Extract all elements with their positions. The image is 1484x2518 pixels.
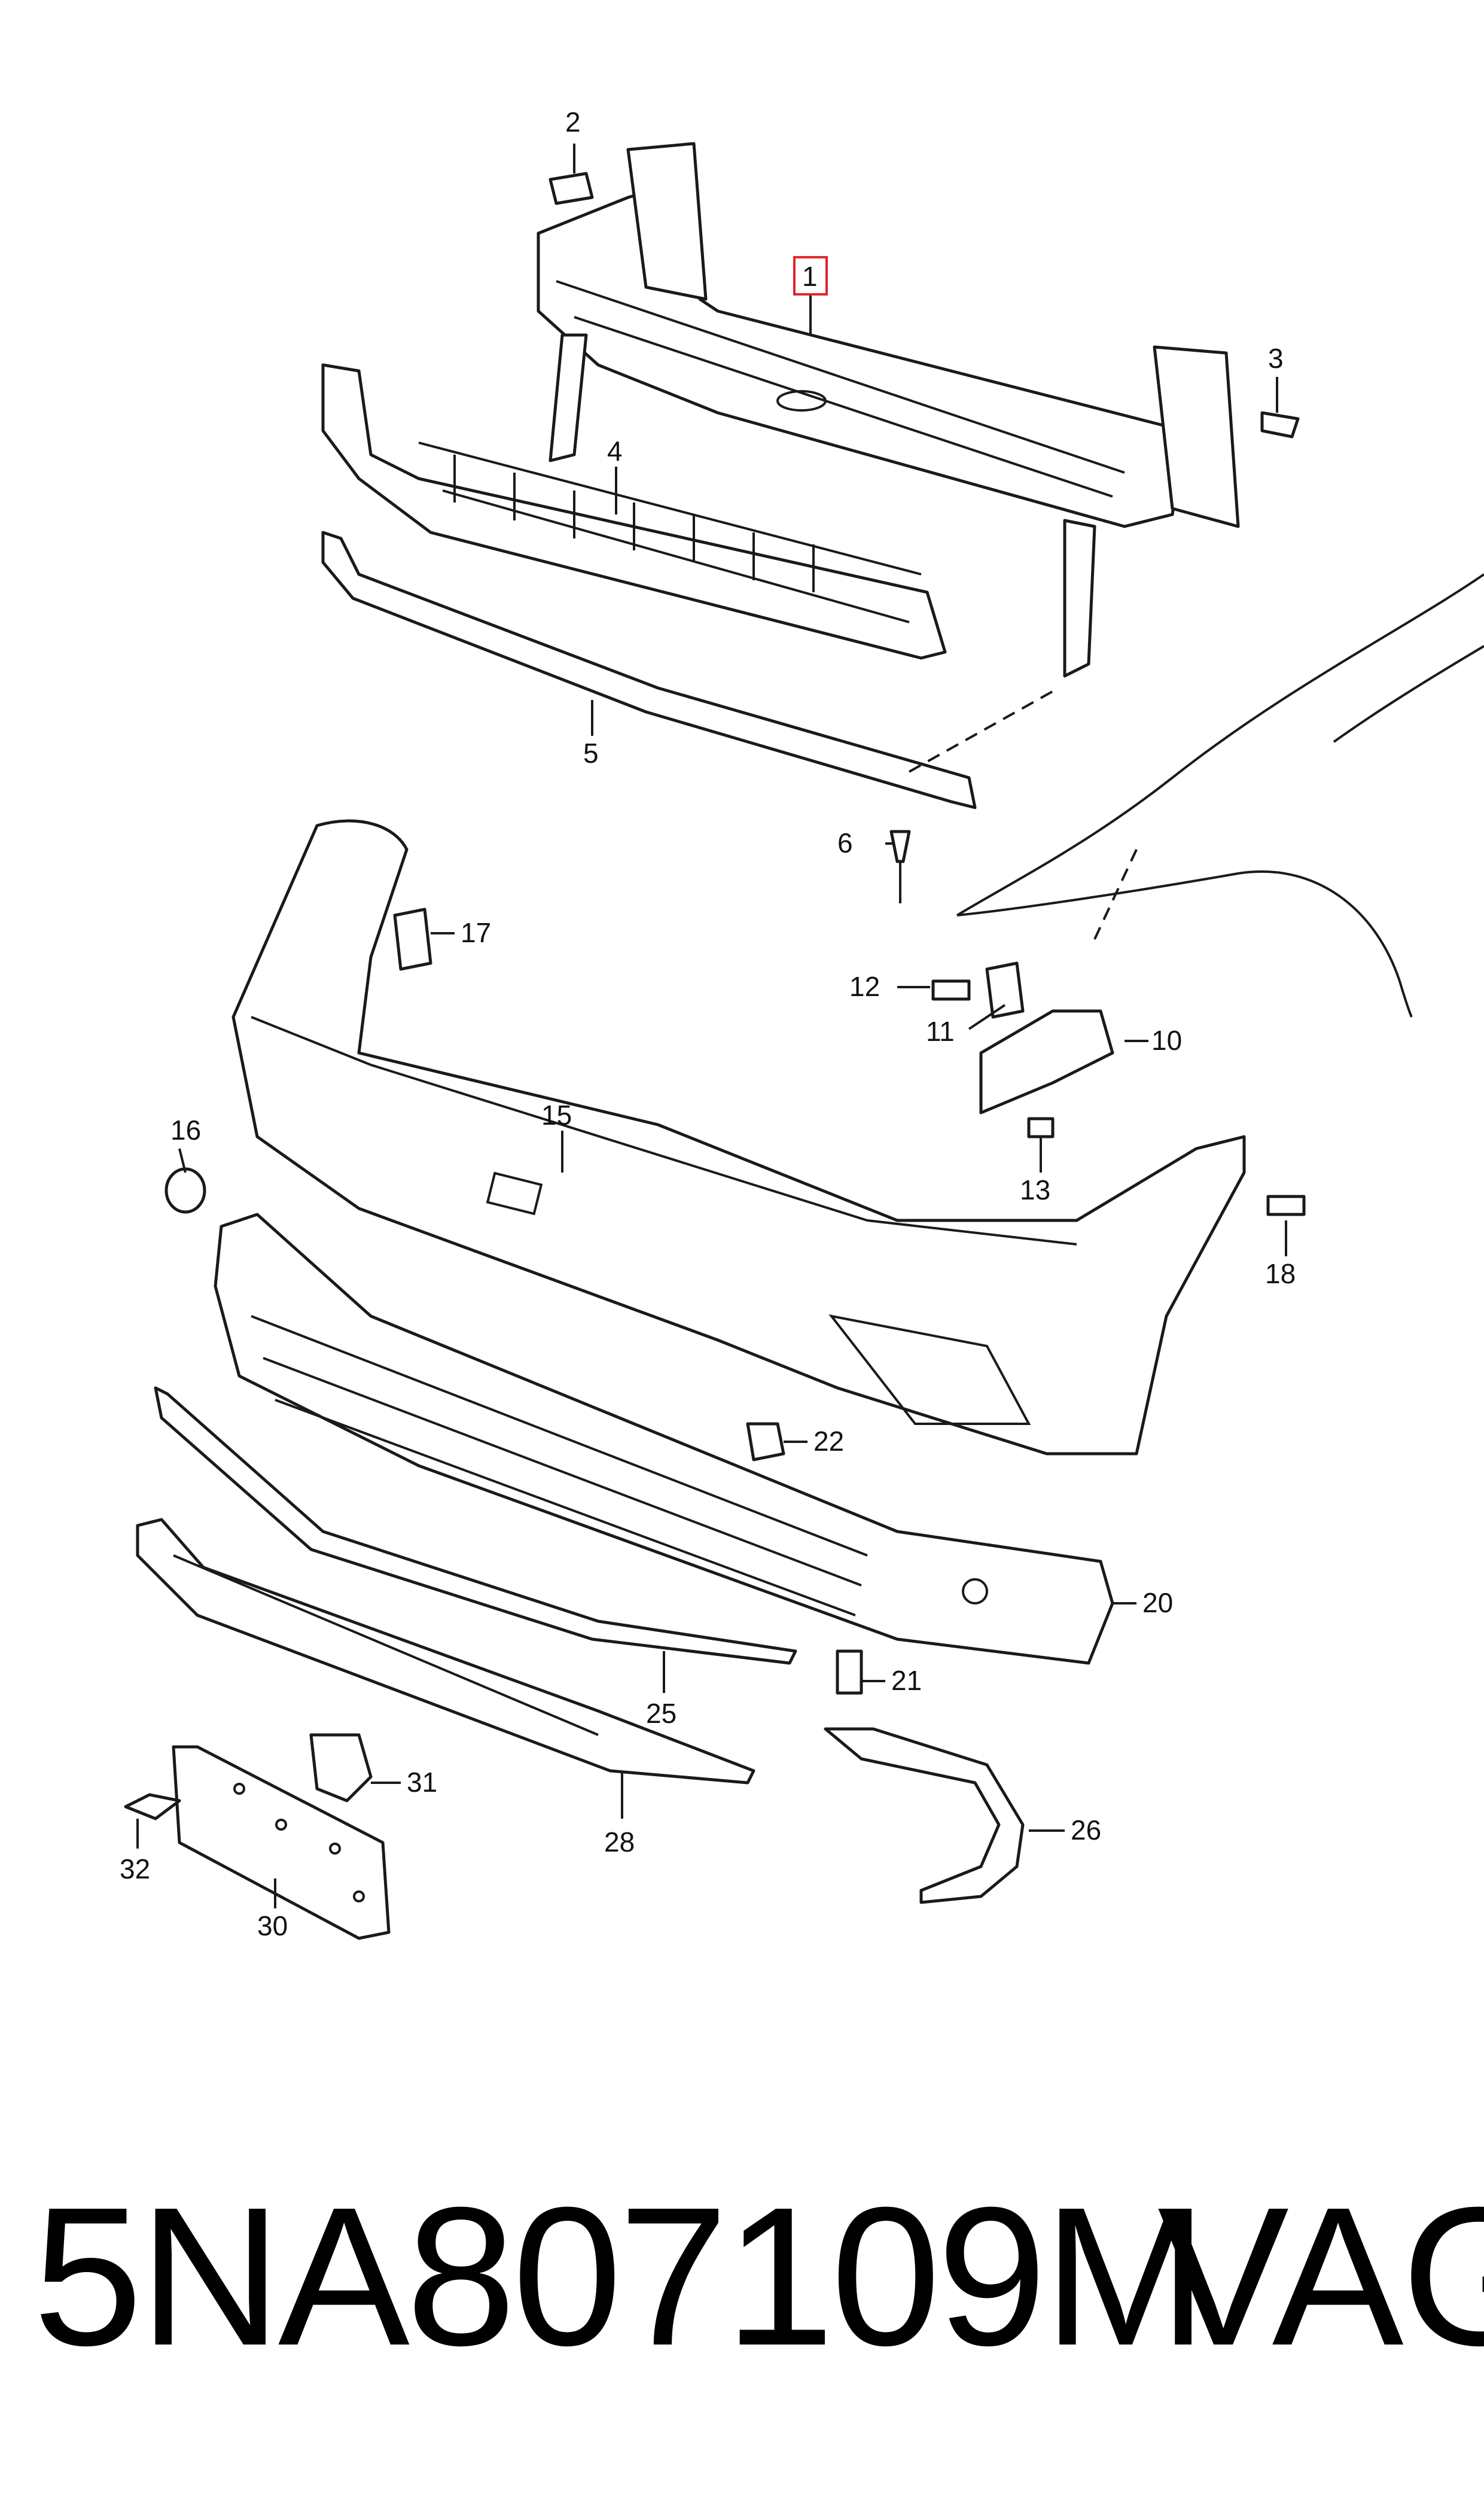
part-13-nut	[1027, 1117, 1055, 1138]
part-5-lower-strip	[321, 531, 977, 809]
part-32-push-rivet	[124, 1793, 181, 1820]
part-4-energy-absorber	[321, 363, 947, 660]
callout-31: 31	[407, 1767, 437, 1798]
callout-10: 10	[1151, 1025, 1182, 1056]
part-17-clip	[393, 908, 432, 971]
part-2-bolt	[548, 172, 594, 205]
callout-6: 6	[837, 827, 853, 858]
callout-12: 12	[849, 971, 880, 1002]
callout-18: 18	[1265, 1258, 1296, 1289]
part-6-rivet	[889, 830, 911, 903]
callout-labels: 1 2 3 4 5 6 10 11 12 13 15 16 17 18 20 2…	[120, 106, 1296, 1941]
callout-25: 25	[646, 1698, 677, 1729]
part-31-clip	[309, 1733, 373, 1803]
diagram-canvas: 1 2 3 4 5 6 10 11 12 13 15 16 17 18 20 2…	[120, 106, 1484, 1941]
dashed-line-to-bracket	[1093, 849, 1138, 940]
callout-26: 26	[1071, 1814, 1101, 1846]
part-16-tow-cap	[164, 1167, 206, 1214]
part-22-nut	[746, 1422, 785, 1462]
callout-21: 21	[891, 1665, 922, 1696]
part-25-trim-strip	[154, 1386, 797, 1665]
part-21-screw	[836, 1649, 863, 1695]
part-number: 5NA807109M	[33, 2166, 1208, 2386]
callout-3: 3	[1268, 343, 1284, 374]
part-10-bracket	[979, 1009, 1114, 1115]
callout-22: 22	[813, 1426, 844, 1457]
callout-5: 5	[583, 738, 599, 769]
part-3-bolt	[1260, 411, 1300, 439]
callout-32: 32	[120, 1853, 150, 1884]
fender-edge	[1333, 645, 1484, 743]
callout-16: 16	[170, 1115, 201, 1146]
part-30-plate-bracket	[172, 1745, 391, 1940]
callout-30: 30	[257, 1910, 288, 1941]
exploded-parts-diagram: 1 2 3 4 5 6 10 11 12 13 15 16 17 18 20 2…	[120, 106, 1484, 1941]
part-28-lower-spoiler	[136, 1518, 755, 1785]
brand-label: VAG	[1157, 2166, 1484, 2386]
part-26-fog-trim	[824, 1727, 1025, 1904]
part-18-screw	[1266, 1195, 1306, 1216]
callout-20: 20	[1142, 1587, 1173, 1618]
callout-15: 15	[541, 1100, 572, 1131]
part-12-bolt	[931, 979, 971, 1001]
callout-1-highlight	[793, 256, 828, 296]
callout-2: 2	[565, 106, 581, 138]
callout-17: 17	[461, 917, 491, 948]
dashed-alignment-line	[909, 687, 1059, 773]
part-20-lower-grille	[214, 1213, 1114, 1665]
part-1-bumper-beam	[537, 142, 1240, 678]
part-11-clip	[985, 961, 1025, 1019]
callout-28: 28	[604, 1826, 635, 1858]
fender-outline	[956, 573, 1484, 1018]
callout-1: 1	[802, 261, 818, 292]
part-15-bumper-cover	[231, 819, 1246, 1456]
callout-11: 11	[926, 1016, 955, 1047]
callout-13: 13	[1020, 1174, 1050, 1205]
callout-4: 4	[607, 436, 623, 467]
leader-lines	[136, 144, 1287, 1908]
